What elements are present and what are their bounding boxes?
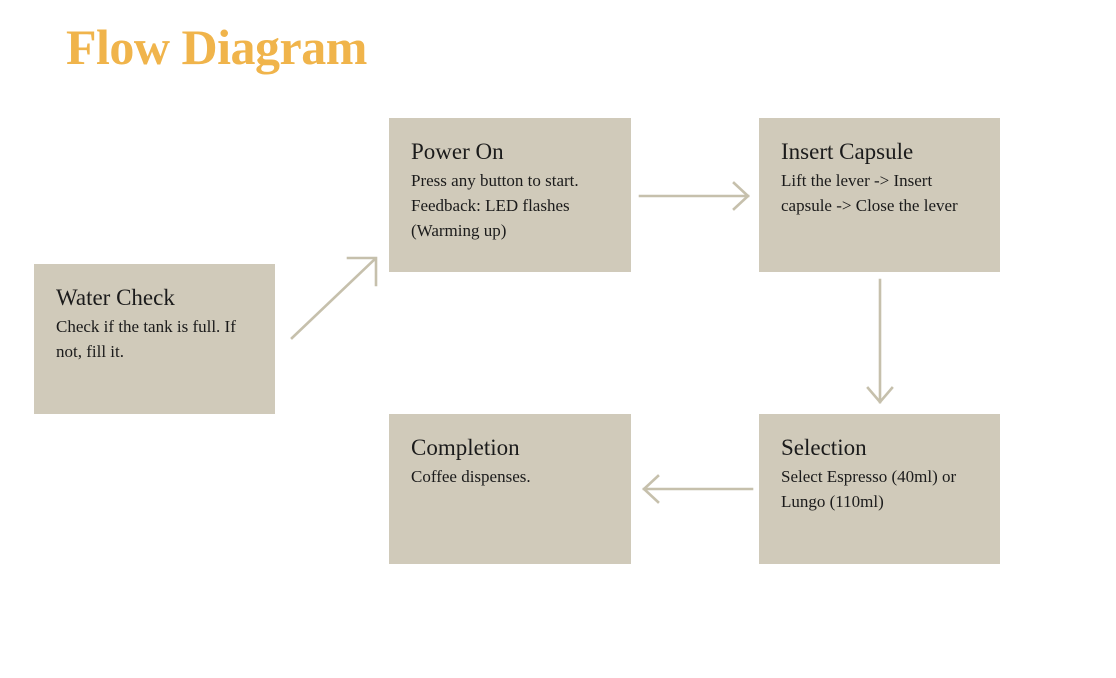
flow-node-selection[interactable]: Selection Select Espresso (40ml) or Lung… <box>759 414 1000 564</box>
flow-node-title: Completion <box>411 435 520 460</box>
flow-node-body: Check if the tank is full. If not, fill … <box>56 317 236 362</box>
flow-node-insert-capsule[interactable]: Insert Capsule Lift the lever -> Insert … <box>759 118 1000 272</box>
flow-node-body: Press any button to start. Feedback: LED… <box>411 171 579 241</box>
flow-node-body: Coffee dispenses. <box>411 467 531 487</box>
flow-node-water-check[interactable]: Water Check Check if the tank is full. I… <box>34 264 275 414</box>
flow-node-title: Water Check <box>56 285 175 310</box>
flow-node-title: Selection <box>781 435 867 460</box>
flow-node-power-on[interactable]: Power On Press any button to start. Feed… <box>389 118 631 272</box>
flow-node-body: Select Espresso (40ml) or Lungo (110ml) <box>781 467 957 512</box>
arrow-down-icon <box>866 278 894 404</box>
flow-node-body: Lift the lever -> Insert capsule -> Clos… <box>781 171 958 216</box>
flow-node-completion[interactable]: Completion Coffee dispenses. <box>389 414 631 564</box>
flow-node-title: Insert Capsule <box>781 139 914 164</box>
arrow-right-icon <box>638 181 750 211</box>
arrow-up-right-icon <box>290 256 378 340</box>
page-title: Flow Diagram <box>66 19 367 75</box>
flow-node-title: Power On <box>411 139 504 164</box>
arrow-left-icon <box>642 474 754 504</box>
